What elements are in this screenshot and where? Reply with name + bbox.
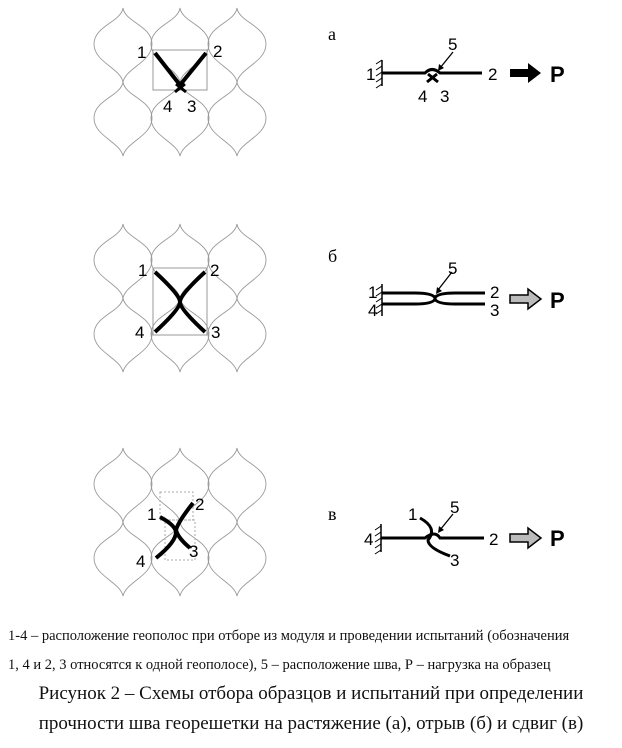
label-5: 5: [448, 259, 457, 278]
label-4: 4: [135, 323, 144, 342]
label-3: 3: [440, 87, 449, 106]
label-1: 1: [408, 505, 417, 524]
panel-letter: в: [328, 504, 337, 524]
mesh-cell: [207, 297, 267, 373]
panel-a-tension-test: а 1 5 4 3 2 P: [328, 24, 565, 106]
label-4: 4: [136, 552, 145, 571]
mesh-cell: [150, 223, 210, 299]
label-2: 2: [489, 530, 498, 549]
label-5: 5: [450, 498, 459, 517]
label-1: 1: [137, 43, 146, 62]
mesh-cell: [93, 297, 153, 373]
panel-b-peel-test: б 1 4 5 2 3 P: [328, 246, 565, 320]
mesh-cell: [207, 521, 267, 597]
label-3: 3: [211, 323, 220, 342]
mesh-cell: [150, 7, 210, 83]
mesh-cell: [93, 521, 153, 597]
figure-caption-line-2: прочности шва георешетки на растяжение (…: [38, 713, 584, 734]
label-2: 2: [490, 283, 499, 302]
label-3: 3: [187, 97, 196, 116]
panel-letter: а: [328, 24, 336, 44]
mesh-cell: [150, 521, 210, 597]
mesh-cell: [93, 447, 153, 523]
label-2: 2: [213, 42, 222, 61]
label-3: 3: [189, 542, 198, 561]
panel-b-sample-scheme: 1 2 4 3: [135, 261, 220, 342]
label-2: 2: [488, 65, 497, 84]
panel-letter: б: [328, 246, 337, 266]
label-1: 1: [366, 65, 375, 84]
load-label: P: [550, 62, 565, 87]
mesh-cell: [150, 297, 210, 373]
figure-diagrams: 1 2 4 3 а 1 5 4 3 2 P 1 2 4 3 б: [93, 7, 565, 597]
legend-note-line-2: 1, 4 и 2, 3 относятся к одной геополосе)…: [8, 657, 551, 673]
label-1: 1: [138, 261, 147, 280]
label-4: 4: [368, 301, 377, 320]
load-label: P: [550, 526, 565, 551]
legend-note-line-1: 1-4 – расположение геополос при отборе и…: [8, 628, 570, 644]
label-3: 3: [490, 301, 499, 320]
label-2: 2: [210, 261, 219, 280]
label-5: 5: [448, 35, 457, 54]
mesh-cell: [93, 81, 153, 157]
panel-c-shear-test: в 4 1 5 3 2 P: [328, 498, 565, 570]
mesh-cell: [207, 81, 267, 157]
label-2: 2: [195, 495, 204, 514]
panel-c-sample-scheme: 1 2 4 3: [136, 491, 204, 571]
mesh-cell: [150, 81, 210, 157]
label-3: 3: [450, 551, 459, 570]
label-1: 1: [368, 283, 377, 302]
label-1: 1: [147, 505, 156, 524]
mesh-cell: [207, 447, 267, 523]
figure-caption-line-1: Рисунок 2 – Схемы отбора образцов и испы…: [38, 683, 584, 704]
label-4: 4: [364, 530, 373, 549]
label-4: 4: [163, 97, 172, 116]
load-label: P: [550, 288, 565, 313]
panel-a-sample-scheme: 1 2 4 3: [137, 42, 222, 116]
label-4: 4: [418, 87, 427, 106]
